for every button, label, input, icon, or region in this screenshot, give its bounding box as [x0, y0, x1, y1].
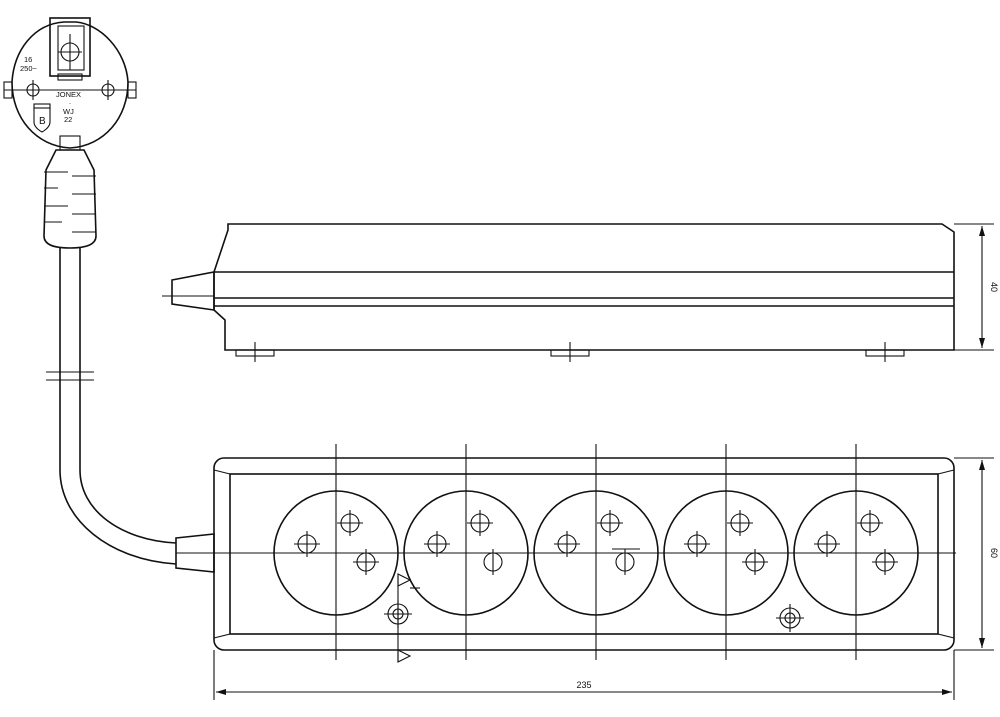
plug-model-code-1: WJ [63, 107, 74, 116]
depth-dimension [954, 223, 994, 351]
socket-5 [793, 444, 919, 660]
height-dimension [954, 457, 994, 651]
plug-model-code-2: 22 [64, 115, 72, 124]
top-view [175, 457, 956, 651]
height-dimension-label: 60 [989, 548, 999, 558]
socket-3 [533, 444, 659, 660]
width-dimension-label: 235 [576, 680, 591, 690]
side-view [162, 223, 955, 362]
socket-2 [403, 444, 529, 660]
width-dimension [213, 650, 955, 700]
plug-dot: . [69, 97, 71, 106]
screw-hole-right [776, 604, 804, 632]
plug-rating-voltage: 250~ [20, 64, 38, 73]
plug-rating-current: 16 [24, 55, 32, 64]
plug-strain-relief [43, 149, 97, 249]
depth-dimension-label: 40 [989, 282, 999, 292]
plug-brand: JONEX [56, 90, 81, 99]
power-cord [46, 248, 177, 565]
plug-cert-mark: B [39, 116, 46, 127]
plug-face [3, 17, 137, 151]
section-marker [397, 573, 420, 663]
socket-1 [273, 444, 399, 660]
socket-4 [663, 444, 789, 660]
